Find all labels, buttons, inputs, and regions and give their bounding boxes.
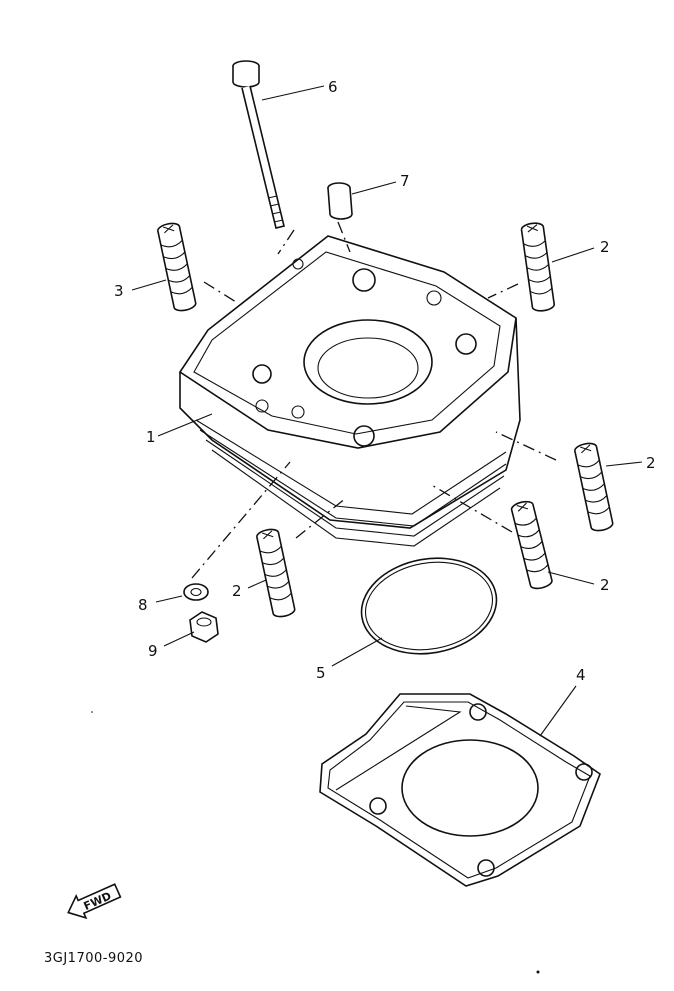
cylinder-bolt [232, 60, 285, 229]
speck [91, 711, 93, 713]
dowel-2-lower-left [255, 526, 297, 620]
callout-2: 2 [600, 238, 610, 256]
o-ring [360, 557, 498, 655]
nut [189, 611, 219, 643]
diagram-code: 3GJ1700-9020 [44, 951, 143, 966]
dowel-2-right [573, 440, 615, 534]
dowel-3 [156, 220, 198, 314]
callout-7: 7 [400, 172, 410, 190]
callout-4: 4 [576, 666, 586, 684]
alignment-lines [191, 221, 557, 579]
callout-2: 2 [600, 576, 610, 594]
callout-8: 8 [138, 596, 148, 614]
dowel-pin [327, 182, 353, 220]
callout-2: 2 [232, 582, 242, 600]
callout-3: 3 [114, 282, 124, 300]
callout-5: 5 [316, 664, 326, 682]
washer [183, 583, 209, 601]
callout-1: 1 [146, 428, 156, 446]
callout-9: 9 [148, 642, 158, 660]
leader-lines [131, 85, 643, 737]
dowel-2-upper-right [520, 221, 556, 313]
speck [536, 970, 540, 974]
callout-6: 6 [328, 78, 338, 96]
dowel-2-lower-right [509, 498, 554, 592]
cylinder-block [178, 235, 521, 547]
cylinder-gasket [319, 693, 601, 887]
callout-2: 2 [646, 454, 656, 472]
forward-arrow-icon: FWD [67, 883, 122, 920]
